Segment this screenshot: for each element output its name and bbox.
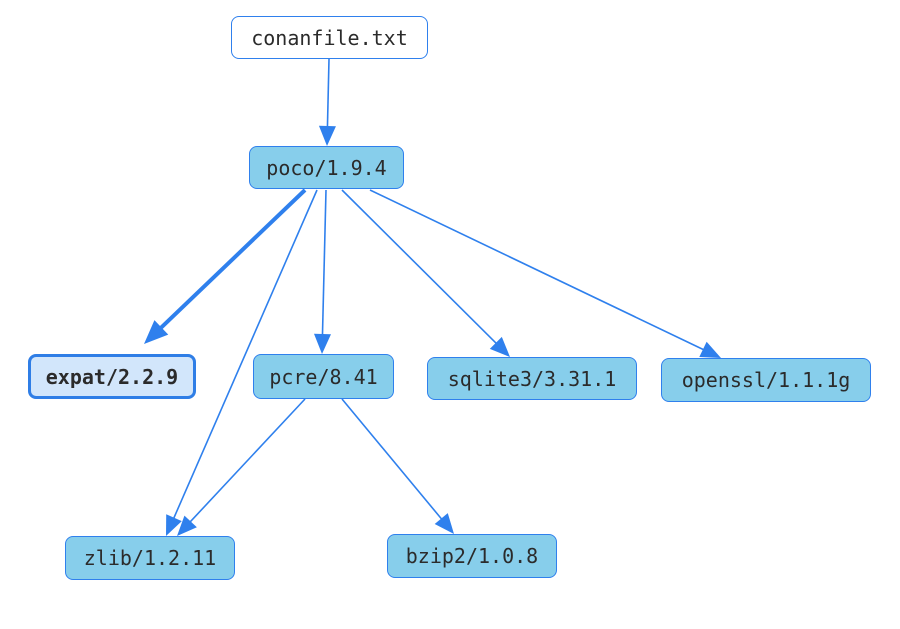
edge-arrowhead: [434, 513, 454, 534]
edge-line: [321, 189, 327, 337]
edge-arrowhead: [177, 515, 197, 536]
edge-line: [326, 58, 330, 129]
edge-arrowhead: [166, 514, 182, 536]
edge-line: [369, 189, 706, 351]
edge-poco-sqlite3: [341, 189, 510, 357]
edge-arrowhead: [699, 341, 721, 358]
node-poco[interactable]: poco/1.9.4: [249, 146, 404, 189]
edge-arrowhead: [313, 333, 331, 354]
node-expat[interactable]: expat/2.2.9: [28, 354, 196, 399]
edge-line: [341, 189, 498, 345]
edge-line: [188, 398, 306, 524]
edge-poco-pcre: [313, 189, 331, 354]
edge-arrowhead: [318, 125, 336, 146]
edge-line: [341, 398, 444, 521]
edge-poco-expat: [144, 188, 307, 344]
node-openssl[interactable]: openssl/1.1.1g: [661, 358, 871, 402]
edge-pcre-bzip2: [341, 398, 454, 534]
node-pcre[interactable]: pcre/8.41: [253, 354, 394, 399]
edge-poco-openssl: [369, 189, 721, 358]
node-conanfile[interactable]: conanfile.txt: [231, 16, 428, 59]
edge-conanfile-poco: [318, 58, 336, 146]
edge-pcre-zlib: [177, 398, 306, 536]
edge-line: [172, 189, 318, 520]
node-zlib[interactable]: zlib/1.2.11: [65, 536, 235, 580]
edge-arrowhead: [144, 320, 169, 344]
edges-layer: [144, 58, 721, 536]
edge-poco-zlib: [166, 189, 318, 536]
node-sqlite3[interactable]: sqlite3/3.31.1: [427, 357, 637, 400]
node-bzip2[interactable]: bzip2/1.0.8: [387, 534, 557, 578]
edge-arrowhead: [489, 336, 510, 357]
edge-line: [158, 188, 307, 331]
